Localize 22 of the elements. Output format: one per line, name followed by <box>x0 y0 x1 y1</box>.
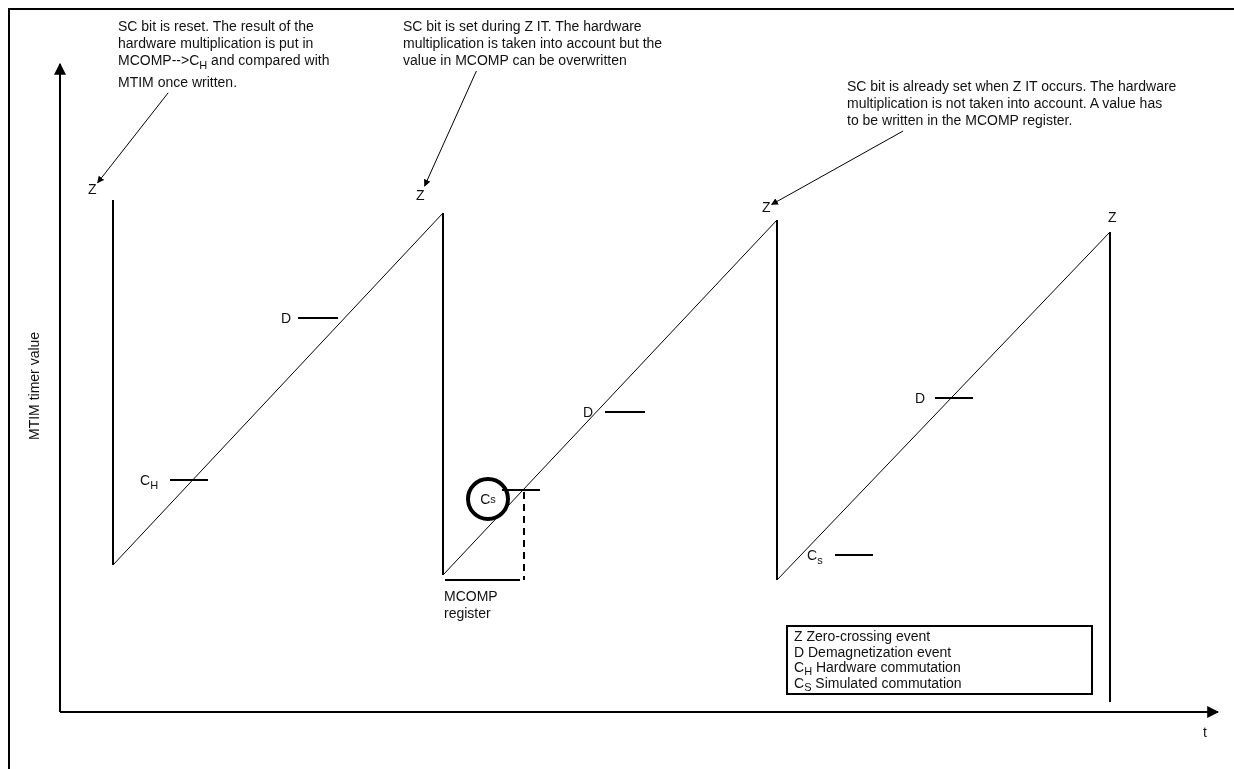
leader-arrow <box>97 92 169 184</box>
legend-entry: C$_{S}$ Simulated commutation <box>794 675 963 691</box>
legend-entry: Z Zero-crossing event <box>794 629 932 645</box>
register-label: MCOMP register <box>444 588 499 622</box>
axis-label: t <box>1203 724 1207 741</box>
event-label: D <box>915 390 926 407</box>
leader-arrow <box>771 130 904 205</box>
zero-crossing-label: Z <box>1108 209 1117 226</box>
zero-crossing-label: Z <box>762 199 771 216</box>
callout-text: SC bit is set during Z IT. The hardware multiplication is taken into account but the value in MCOMP can be overwritten <box>403 18 665 69</box>
callout-text: SC bit is already set when Z IT occurs. The hardware multiplication is not taken into account. A value has to be written in the MCOMP register. <box>847 78 1177 129</box>
event-label: D <box>281 310 292 327</box>
zero-crossing-label: Z <box>416 187 425 204</box>
axis-label: MTIM timer value <box>26 331 43 440</box>
event-label: C$_{H}$ <box>140 472 159 493</box>
event-label: D <box>583 404 594 421</box>
leader-arrow <box>424 70 477 187</box>
legend-entry: C$_{H}$ Hardware commutation <box>794 660 962 676</box>
callout-text: SC bit is reset. The result of the hardware multiplication is put in MCOMP-->C$_{H}$ and compared with MTIM once written. <box>118 18 346 91</box>
event-label: C$_{s}$ <box>807 547 823 568</box>
legend-entry: D Demagnetization event <box>794 644 953 660</box>
zero-crossing-label: Z <box>88 181 97 198</box>
